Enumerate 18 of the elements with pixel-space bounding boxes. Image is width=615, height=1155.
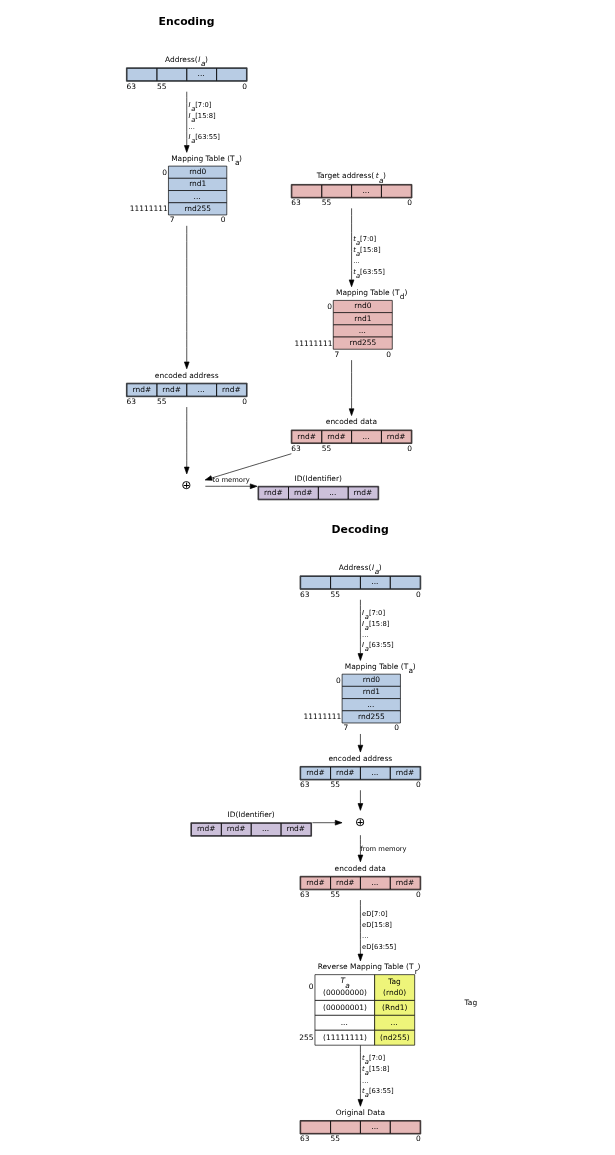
node-text: ⊕: [181, 478, 192, 493]
arrow: [348, 359, 355, 416]
label: Decoding: [331, 522, 389, 536]
arrow: [312, 820, 343, 826]
arrow: [184, 91, 190, 153]
arrow: [357, 599, 364, 661]
arrow: [348, 208, 355, 288]
arrow: [357, 733, 364, 753]
arrow: [357, 789, 364, 811]
arrow: [184, 225, 190, 370]
arrow: [357, 899, 364, 962]
arrow: [205, 483, 258, 489]
node-text: ⊕: [354, 814, 366, 829]
arrow: [184, 406, 190, 475]
arrow: [357, 1045, 364, 1107]
arrow: [204, 453, 292, 481]
arrow: [357, 834, 364, 863]
label: Encoding: [158, 14, 215, 28]
